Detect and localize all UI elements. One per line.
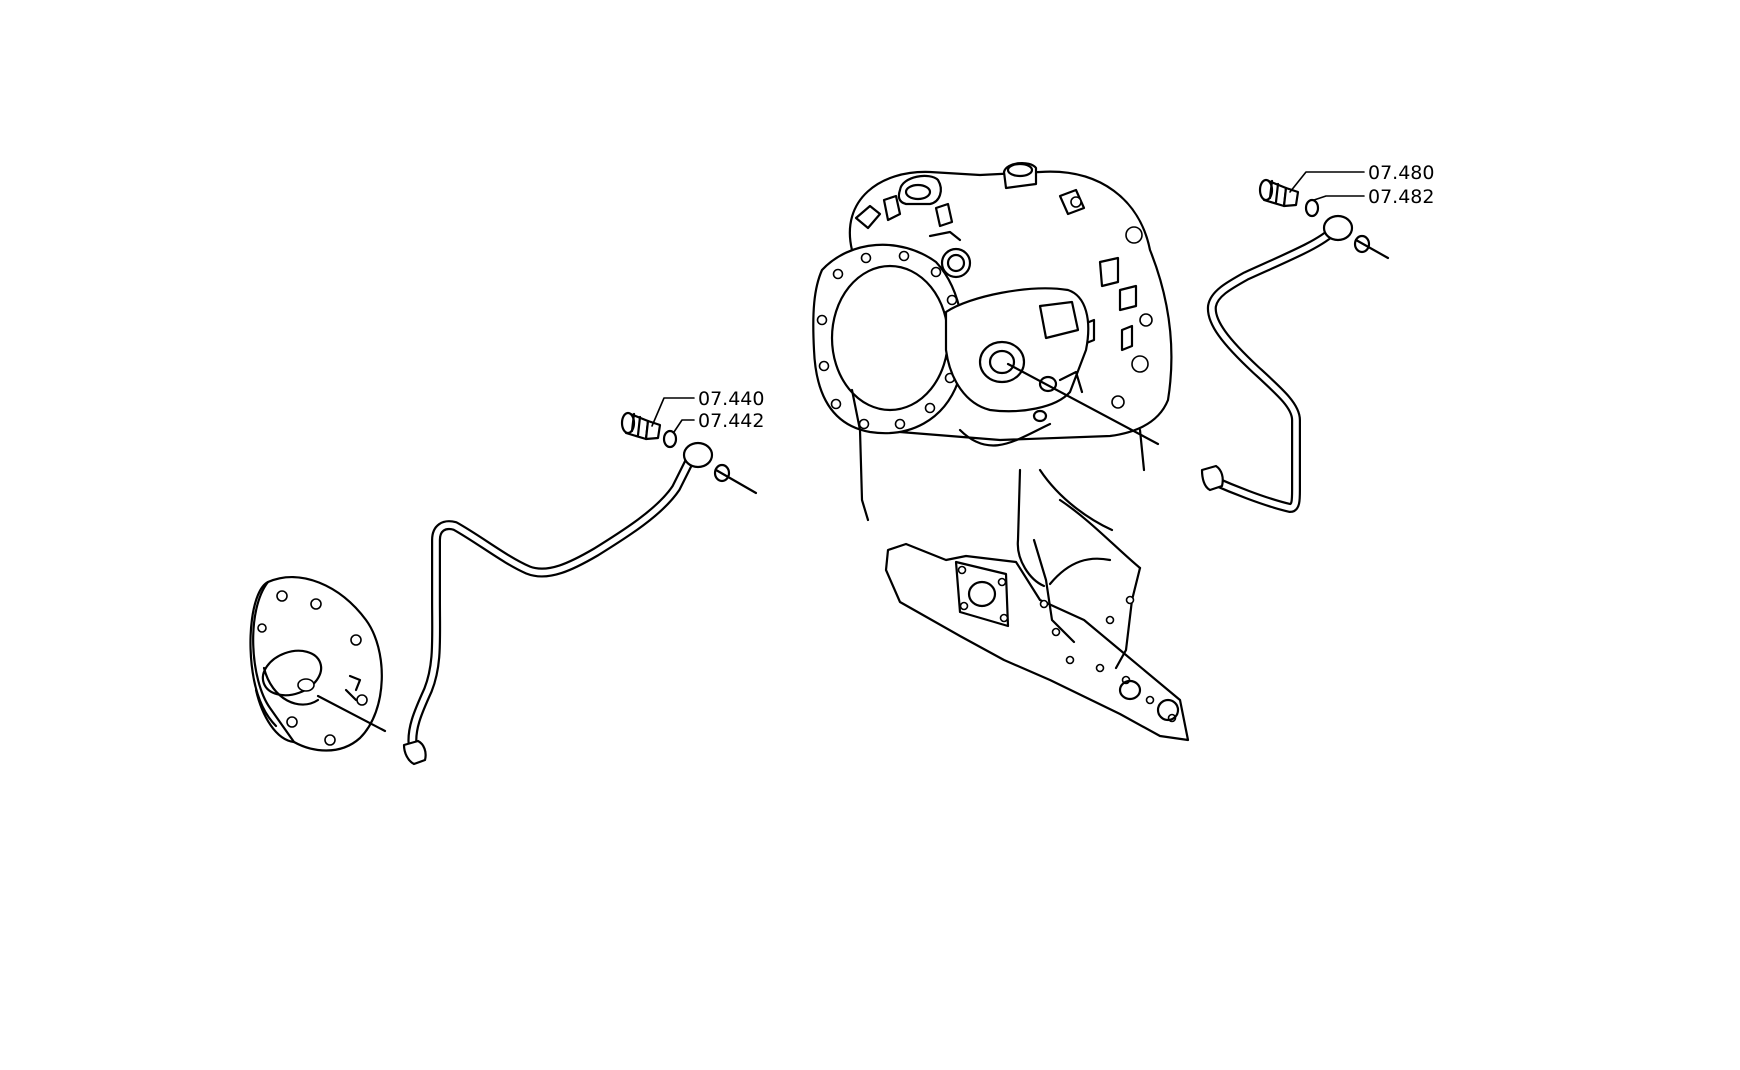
left-pump-cover xyxy=(249,576,387,752)
right-oil-pipe xyxy=(1200,214,1354,513)
callout-label: 07.482 xyxy=(1368,186,1434,208)
callout-label: 07.480 xyxy=(1368,162,1434,184)
callout-07-480: 07.480 xyxy=(1289,162,1434,193)
left-seal-ring-lower xyxy=(713,463,758,495)
left-oil-pipe xyxy=(402,441,714,766)
callout-label: 07.440 xyxy=(698,388,764,410)
right-seal-ring-upper xyxy=(1304,198,1320,218)
callout-07-482: 07.482 xyxy=(1313,186,1434,208)
callout-label: 07.442 xyxy=(698,410,764,432)
left-banjo-bolt xyxy=(620,411,662,441)
right-seal-ring-lower xyxy=(1353,234,1390,260)
callout-07-440: 07.440 xyxy=(651,388,764,427)
left-seal-ring-upper xyxy=(662,429,678,449)
callout-07-442: 07.442 xyxy=(673,410,764,433)
transmission-housing xyxy=(812,162,1190,742)
right-banjo-bolt xyxy=(1258,178,1300,208)
